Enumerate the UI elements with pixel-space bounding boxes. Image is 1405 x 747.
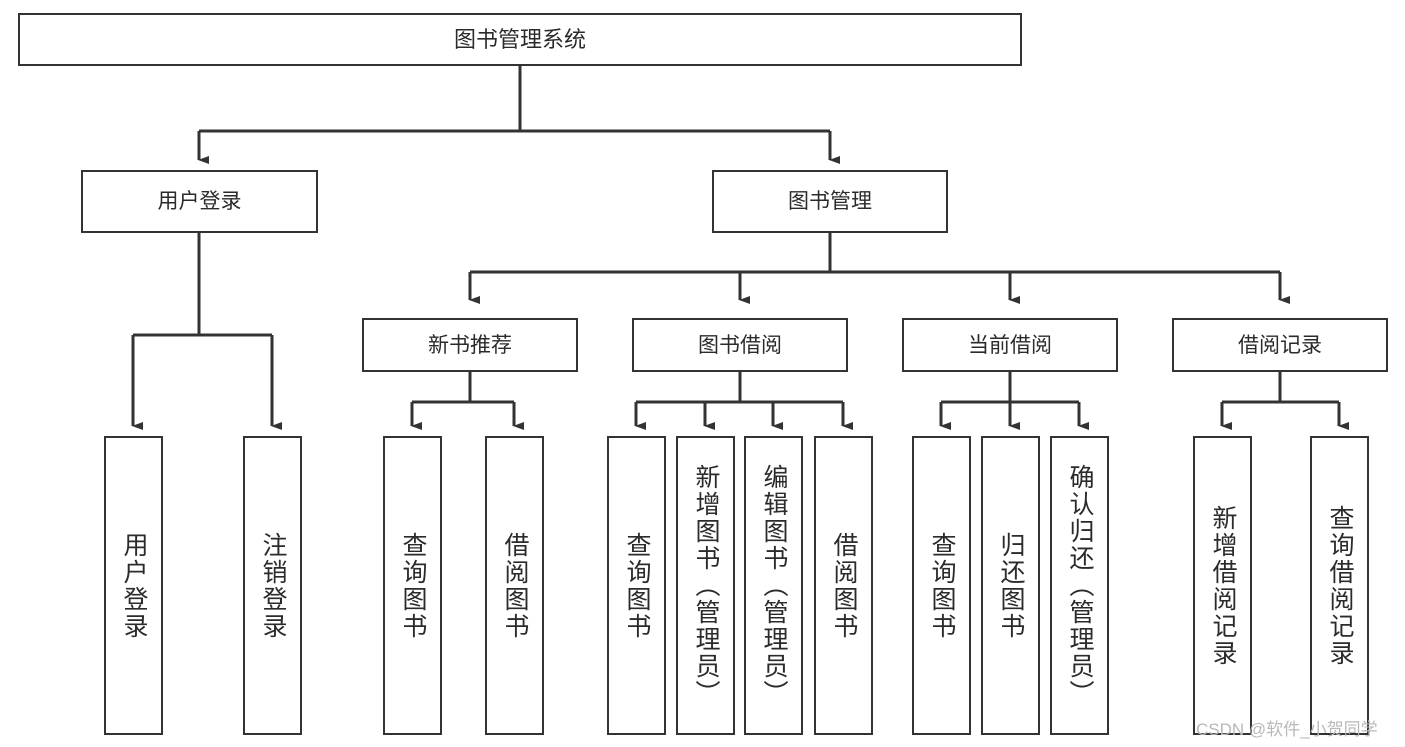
node-leaf-add-book-admin-label: 新增图书（管理员） bbox=[692, 464, 720, 707]
node-leaf-query-borrow-record-label: 查询借阅记录 bbox=[1326, 504, 1354, 667]
node-current-borrow[interactable]: 当前借阅 bbox=[902, 318, 1118, 372]
node-leaf-query-book-1[interactable]: 查询图书 bbox=[383, 436, 442, 735]
node-leaf-query-book-3-label: 查询图书 bbox=[928, 531, 956, 640]
node-leaf-query-book-2[interactable]: 查询图书 bbox=[607, 436, 666, 735]
node-leaf-borrow-book-1-label: 借阅图书 bbox=[501, 531, 529, 640]
node-new-book-recommend[interactable]: 新书推荐 bbox=[362, 318, 578, 372]
node-leaf-edit-book-admin[interactable]: 编辑图书（管理员） bbox=[744, 436, 803, 735]
node-leaf-borrow-book-2[interactable]: 借阅图书 bbox=[814, 436, 873, 735]
node-current-borrow-label: 当前借阅 bbox=[968, 333, 1052, 357]
node-borrow-record[interactable]: 借阅记录 bbox=[1172, 318, 1388, 372]
node-book-manage-label: 图书管理 bbox=[788, 190, 872, 213]
node-book-manage[interactable]: 图书管理 bbox=[712, 170, 948, 233]
node-root[interactable]: 图书管理系统 bbox=[18, 13, 1022, 66]
node-borrow-record-label: 借阅记录 bbox=[1238, 333, 1322, 357]
node-book-borrow[interactable]: 图书借阅 bbox=[632, 318, 848, 372]
node-root-label: 图书管理系统 bbox=[453, 26, 586, 52]
node-leaf-borrow-book-2-label: 借阅图书 bbox=[830, 531, 858, 640]
node-leaf-confirm-return-admin-label: 确认归还（管理员） bbox=[1066, 464, 1094, 707]
node-leaf-query-borrow-record[interactable]: 查询借阅记录 bbox=[1310, 436, 1369, 735]
node-leaf-user-login-label: 用户登录 bbox=[120, 531, 148, 640]
node-leaf-confirm-return-admin[interactable]: 确认归还（管理员） bbox=[1050, 436, 1109, 735]
node-leaf-edit-book-admin-label: 编辑图书（管理员） bbox=[760, 464, 788, 707]
node-leaf-query-book-3[interactable]: 查询图书 bbox=[912, 436, 971, 735]
node-new-book-recommend-label: 新书推荐 bbox=[428, 333, 512, 357]
node-leaf-user-login[interactable]: 用户登录 bbox=[104, 436, 163, 735]
node-book-borrow-label: 图书借阅 bbox=[698, 333, 782, 357]
node-leaf-add-book-admin[interactable]: 新增图书（管理员） bbox=[676, 436, 735, 735]
node-user-login[interactable]: 用户登录 bbox=[81, 170, 318, 233]
node-leaf-add-borrow-record-label: 新增借阅记录 bbox=[1209, 504, 1237, 667]
node-leaf-query-book-2-label: 查询图书 bbox=[623, 531, 651, 640]
node-leaf-query-book-1-label: 查询图书 bbox=[399, 531, 427, 640]
node-user-login-label: 用户登录 bbox=[157, 190, 242, 213]
node-leaf-logout[interactable]: 注销登录 bbox=[243, 436, 302, 735]
node-leaf-return-book-label: 归还图书 bbox=[997, 531, 1025, 640]
node-leaf-add-borrow-record[interactable]: 新增借阅记录 bbox=[1193, 436, 1252, 735]
node-leaf-borrow-book-1[interactable]: 借阅图书 bbox=[485, 436, 544, 735]
node-leaf-return-book[interactable]: 归还图书 bbox=[981, 436, 1040, 735]
node-leaf-logout-label: 注销登录 bbox=[259, 531, 287, 640]
